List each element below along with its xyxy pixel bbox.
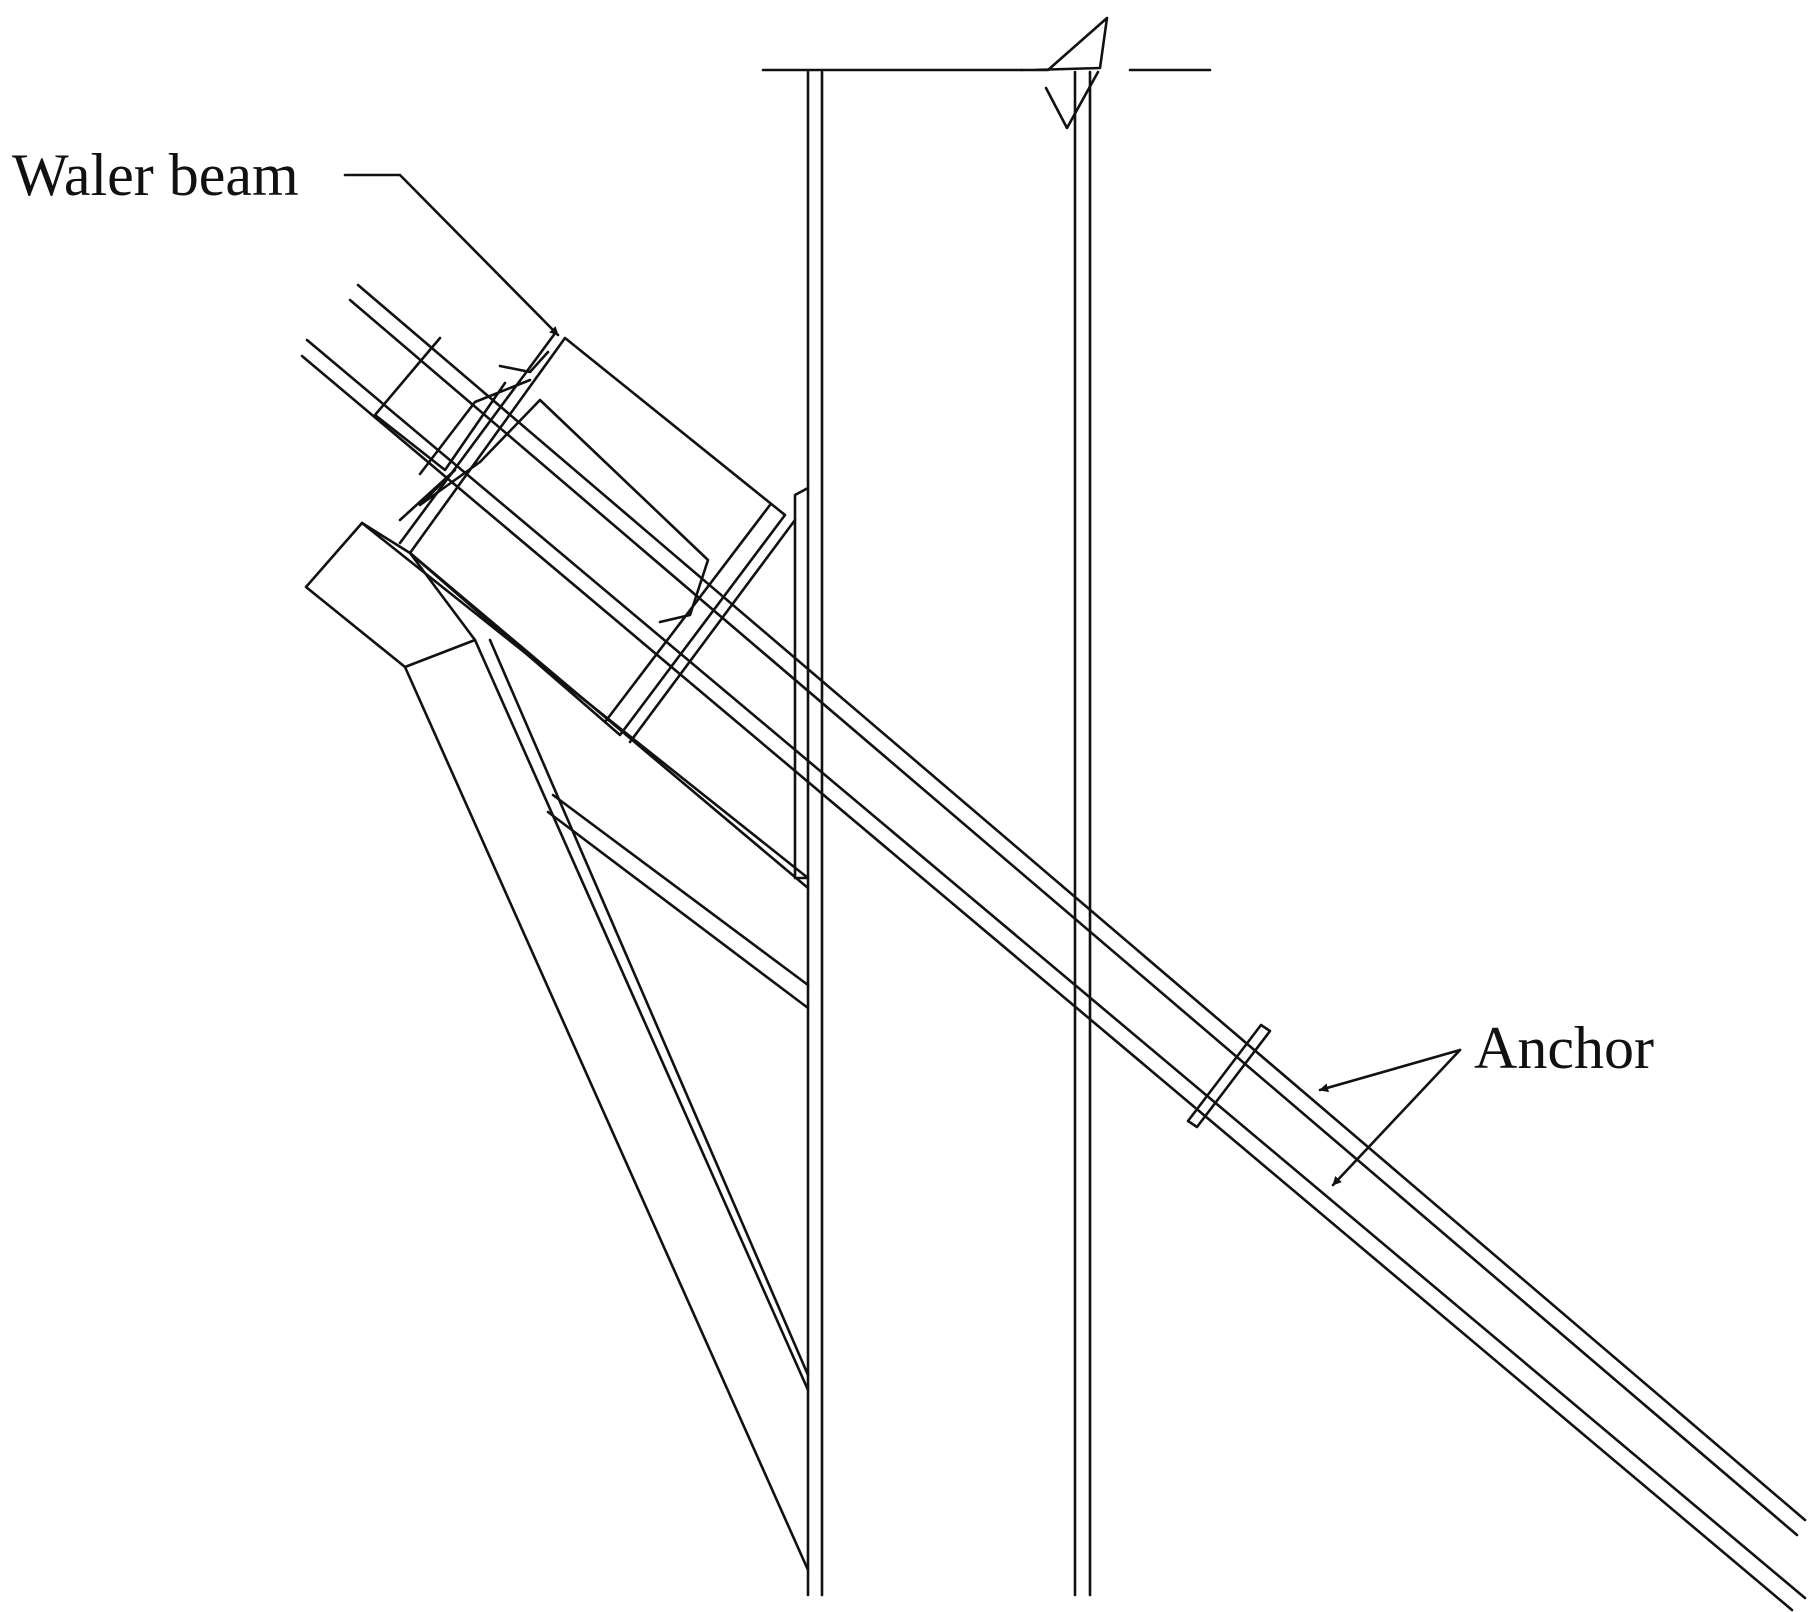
waler-web-detail xyxy=(398,460,482,522)
wall-section xyxy=(761,16,1212,1597)
anchor-leader xyxy=(1318,1048,1462,1187)
anchor-upper-line-a xyxy=(356,283,1807,1522)
bracket-strut-lower xyxy=(546,810,810,1010)
waler-beam-label: Waler beam xyxy=(12,142,299,208)
waler-stiffener-b xyxy=(498,350,550,374)
bracket-seat-block xyxy=(304,521,477,669)
bracket-diagonal-inner-b xyxy=(488,638,810,1377)
anchor-leader-line-upper xyxy=(1318,1048,1462,1093)
waler-beam-body xyxy=(408,336,787,737)
break-symbol xyxy=(1020,16,1109,72)
waler-beam-leader xyxy=(343,173,560,337)
anchor-tendons xyxy=(300,283,1807,1612)
waler-beam-leader-line xyxy=(343,173,560,337)
anchor-lower-line-a xyxy=(305,338,1807,1600)
anchor-upper-line-b xyxy=(348,298,1799,1537)
bracket-diagonal-outer xyxy=(403,665,810,1572)
anchor-leader-line-lower xyxy=(1331,1048,1462,1187)
bracket-strut-upper xyxy=(551,793,810,987)
waler-front-plate-upper xyxy=(398,330,558,545)
waler-rear-plate-b xyxy=(628,518,797,744)
anchor-label: Anchor xyxy=(1474,1015,1654,1081)
anchor-spacer-plate xyxy=(1186,1023,1272,1129)
waler-flange xyxy=(478,398,710,624)
waler-end-plate xyxy=(373,336,507,472)
anchor-lower-line-b xyxy=(300,354,1794,1612)
waler-rear-plate-a xyxy=(603,503,772,724)
bearing-plate xyxy=(793,486,810,880)
bearing-plate-outline xyxy=(793,486,810,880)
waler-beam-assembly xyxy=(373,330,797,744)
bracket-diagonal-inner-a xyxy=(473,638,810,1392)
break-symbol-lower xyxy=(1044,70,1100,130)
